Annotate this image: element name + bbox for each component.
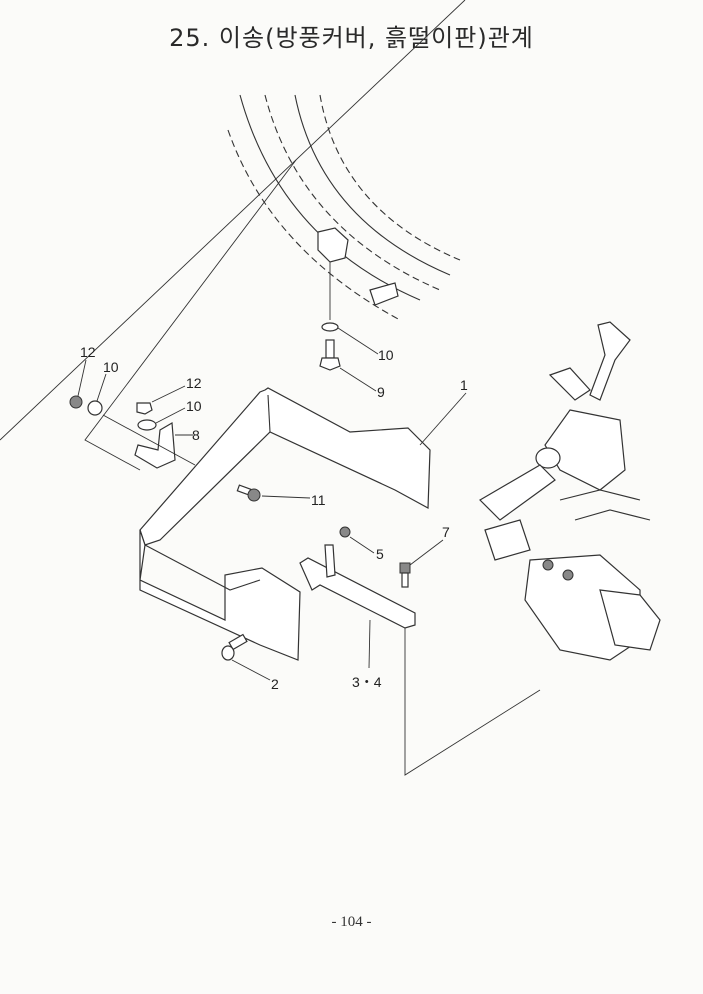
callout-2: 2 [271, 676, 279, 692]
feed-mechanism [479, 321, 661, 661]
leader-lines [0, 0, 467, 681]
washer-10-top [321, 322, 339, 332]
nut-12-left [69, 395, 83, 409]
callout-3-4: 3・4 [352, 674, 382, 690]
callout-7: 7 [442, 524, 450, 540]
callout-5: 5 [376, 546, 384, 562]
callout-11: 11 [311, 492, 326, 508]
callout-8: 8 [192, 427, 200, 443]
page-title: 25. 이송(방풍커버, 흙떨이판)관계 [169, 24, 534, 52]
nut-12-bracket [136, 402, 153, 415]
angle-bracket-8 [134, 422, 176, 469]
washer-10-left [87, 400, 103, 416]
callout-9: 9 [377, 384, 385, 400]
wheel-guard-arcs [227, 94, 461, 321]
page-number: - 104 - [331, 914, 372, 930]
bracket-3-4 [299, 544, 416, 629]
nut-5 [339, 526, 351, 538]
hex-bolt-9 [319, 339, 341, 371]
wind-cover-1 [139, 387, 431, 661]
callout-10: 10 [186, 398, 202, 414]
washer-10-bracket [137, 419, 157, 431]
callout-10: 10 [103, 359, 119, 375]
screw-11 [236, 484, 261, 502]
callout-12: 12 [80, 344, 96, 360]
screw-7 [399, 562, 411, 588]
screw-2 [221, 633, 248, 661]
callout-10: 10 [378, 347, 394, 363]
callout-1: 1 [460, 377, 468, 393]
callout-12: 12 [186, 375, 202, 391]
